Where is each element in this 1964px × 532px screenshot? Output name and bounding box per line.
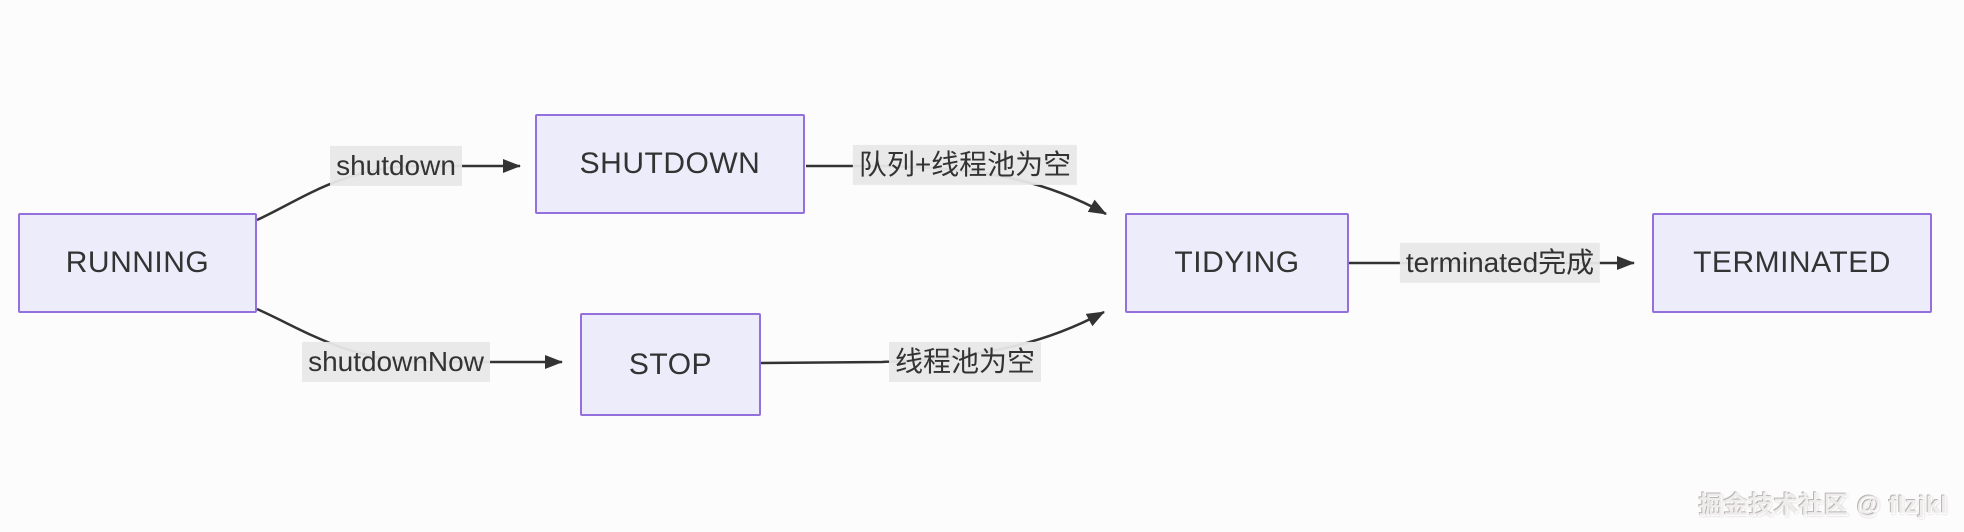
edge-label-terminated-done: terminated完成 <box>1399 242 1601 284</box>
state-node-running: RUNNING <box>18 213 257 313</box>
state-node-tidying-label: TIDYING <box>1174 246 1300 279</box>
state-node-tidying: TIDYING <box>1125 213 1349 313</box>
edge-label-shutdown: shutdown <box>330 145 462 187</box>
state-node-stop: STOP <box>580 313 761 416</box>
state-node-terminated-label: TERMINATED <box>1693 246 1891 279</box>
state-node-shutdown: SHUTDOWN <box>535 114 805 214</box>
state-node-shutdown-label: SHUTDOWN <box>579 147 761 180</box>
state-node-stop-label: STOP <box>628 347 713 381</box>
edge-label-pool-empty: 线程池为空 <box>888 341 1042 383</box>
state-node-running-label: RUNNING <box>65 246 210 279</box>
state-node-terminated: TERMINATED <box>1652 213 1932 313</box>
watermark-text: 掘金技术社区 @ flzjkl <box>1698 492 1948 519</box>
edge-label-shutdown-now: shutdownNow <box>302 341 490 383</box>
edge-label-queue-and-pool-empty: 队列+线程池为空 <box>852 144 1078 186</box>
